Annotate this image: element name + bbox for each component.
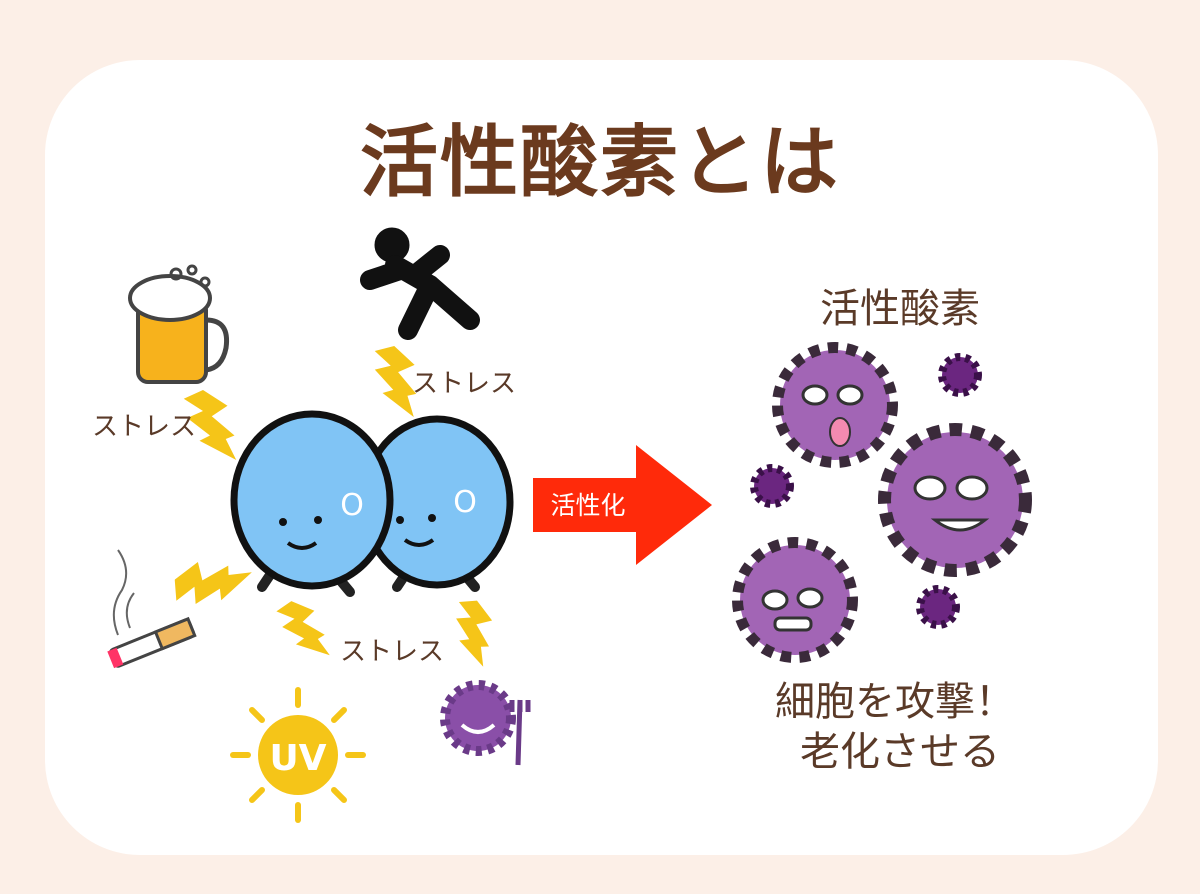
stress-label: ストレス <box>92 412 196 442</box>
stress-label: ストレス <box>412 369 516 399</box>
sun-uv-icon: UV <box>230 687 366 823</box>
page-title: 活性酸素とは <box>359 118 840 208</box>
oxygen-molecule-character: O O <box>230 410 514 597</box>
devil-virus-icon <box>440 680 531 766</box>
bolt-icon <box>275 596 330 664</box>
reactive-oxygen-viruses <box>732 342 1032 663</box>
oxygen-letter: O <box>453 485 477 520</box>
stress-label: ストレス <box>340 637 444 667</box>
beer-mug-icon <box>128 264 230 384</box>
bolt-icon <box>168 548 252 622</box>
activation-label: 活性化 <box>550 491 625 520</box>
running-person-icon <box>360 227 480 340</box>
oxygen-letter: O <box>340 488 364 523</box>
cigarette-icon <box>107 549 197 669</box>
bolt-icon <box>440 594 504 667</box>
reactive-oxygen-heading: 活性酸素 <box>820 286 980 332</box>
uv-label: UV <box>269 738 326 779</box>
caption-attack-cells: 細胞を攻撃！ <box>775 679 1015 725</box>
activation-arrow: 活性化 <box>533 445 712 565</box>
caption-aging: 老化させる <box>800 729 1000 775</box>
